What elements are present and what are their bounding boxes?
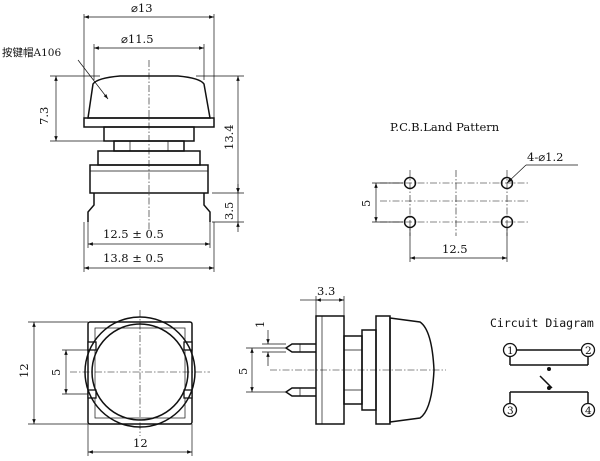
left-terminal (87, 193, 95, 222)
pcb-hole-label: 4-⌀1.2 (527, 150, 563, 164)
pin-2-label: 2 (585, 345, 592, 357)
pin-3-icon (502, 402, 518, 418)
pin-2-icon (580, 342, 596, 358)
pcb-dim-12-5-label: 12.5 (442, 242, 468, 256)
side-dim-5-label: 5 (236, 368, 250, 375)
height-13-4-label: 13.4 (222, 124, 236, 150)
width-12-5-label: 12.5 ± 0.5 (103, 227, 164, 241)
side-dim-1-label: 1 (253, 321, 267, 328)
side-view: 3.3 1 5 (236, 284, 446, 425)
height-7-3-label: 7.3 (37, 107, 51, 125)
side-dim-3-3-label: 3.3 (317, 284, 335, 298)
side-pin-upper (284, 343, 316, 353)
pcb-land-pattern: P.C.B.Land Pattern 4-⌀1.2 5 12.5 (359, 120, 578, 262)
pin-4-icon (580, 402, 596, 418)
pin-4-label: 4 (585, 405, 592, 417)
pin-3-label: 3 (507, 405, 514, 417)
bottom-height-12-label: 12 (17, 363, 31, 378)
pin-1-label: 1 (507, 345, 514, 357)
width-13-8-label: 13.8 ± 0.5 (103, 251, 164, 265)
front-view: ⌀13 ⌀11.5 按键帽A106 7.3 13.4 3.5 12.5 ± 0.… (2, 1, 244, 272)
cap-part-label: 按键帽A106 (2, 46, 61, 59)
bottom-dim-5-label: 5 (49, 369, 63, 376)
height-3-5-label: 3.5 (222, 202, 236, 220)
right-terminal (203, 193, 211, 222)
pcb-hole-1 (403, 176, 417, 190)
pin-1-icon (502, 342, 518, 358)
side-pin-lower (284, 387, 316, 397)
dia-11-5-label: ⌀11.5 (121, 32, 154, 46)
bottom-view: 12 5 12 (17, 310, 210, 456)
pcb-title: P.C.B.Land Pattern (390, 120, 500, 134)
circuit-diagram: Circuit Diagram 1 2 3 4 (490, 316, 596, 418)
pcb-hole-2 (500, 176, 514, 190)
bottom-width-12-label: 12 (133, 436, 148, 450)
pcb-dim-5-label: 5 (359, 200, 373, 207)
dia-13-label: ⌀13 (131, 1, 153, 15)
circuit-title: Circuit Diagram (490, 316, 594, 330)
cap-dome (87, 75, 211, 119)
pcb-hole-3 (403, 215, 417, 229)
pcb-hole-4 (500, 215, 514, 229)
